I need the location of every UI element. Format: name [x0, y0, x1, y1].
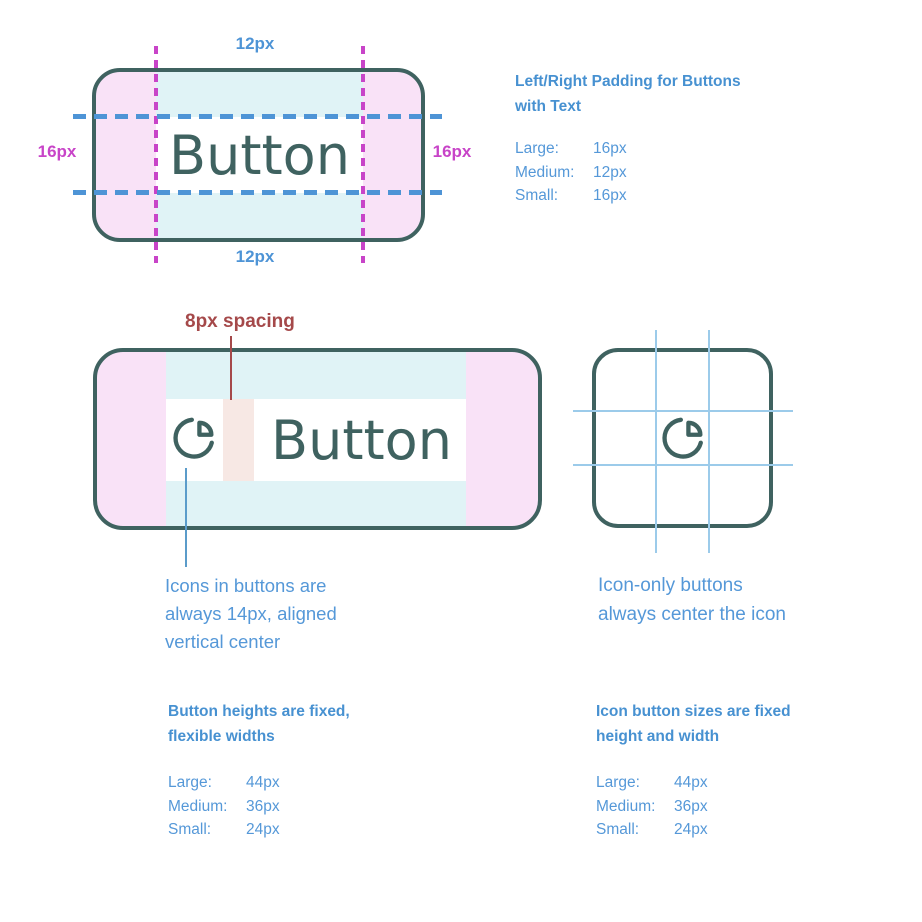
icon-only-caption: Icon-only buttons always center the icon: [598, 572, 786, 629]
size-value: 44px: [674, 774, 708, 791]
spacing-gap-highlight: [223, 399, 254, 481]
text-area-highlight: [166, 399, 466, 481]
bottom-text-boundary-guide: [73, 190, 442, 195]
size-label: Small:: [596, 821, 640, 838]
spec-row: Medium: 36px: [596, 795, 791, 819]
size-value: 16px: [593, 187, 627, 204]
bottom-gap-label: 12px: [235, 247, 275, 266]
size-value: 24px: [674, 821, 708, 838]
icon-in-button-caption: Icons in buttons are always 14px, aligne…: [165, 572, 337, 656]
size-label: Small:: [168, 821, 212, 838]
padding-spec-title-line1: Left/Right Padding for Buttons: [515, 73, 741, 90]
caption-line: always 14px, aligned: [165, 603, 337, 624]
spec-row: Large: 44px: [168, 771, 350, 795]
button-label: Button: [271, 408, 452, 472]
size-label: Medium:: [168, 797, 228, 815]
caption-line: Icons in buttons are: [165, 575, 327, 596]
icon-sizes-spec-title-line2: height and width: [596, 727, 720, 745]
size-label: Small:: [515, 187, 559, 204]
left-padding-label: 16px: [37, 142, 77, 161]
icon-sizes-spec-table: Large: 44px Medium: 36px Small: 24px: [596, 771, 791, 842]
heights-spec-title-line1: Button heights are fixed,: [168, 703, 350, 720]
caption-line: Icon-only buttons: [598, 575, 743, 596]
size-value: 24px: [246, 821, 280, 838]
left-text-boundary-guide: [154, 46, 158, 263]
heights-spec-title-line2: flexible widths: [168, 727, 275, 745]
icon-text-diagram-button: Button: [93, 348, 542, 530]
icon-sizes-spec-block: Icon button sizes are fixed height and w…: [596, 700, 791, 842]
text-area-highlight: [156, 117, 363, 193]
heights-spec-block: Button heights are fixed, flexible width…: [168, 700, 350, 842]
padding-diagram-button: Button: [92, 68, 425, 242]
caption-line: vertical center: [165, 631, 281, 652]
size-label: Large:: [515, 140, 559, 157]
icon-top-guide: [573, 410, 793, 412]
icon-leader-line: [185, 468, 187, 567]
size-value: 12px: [593, 163, 627, 181]
icon-spacing-label: 8px spacing: [185, 311, 295, 332]
pie-chart-icon: [173, 417, 214, 459]
pie-chart-icon: [662, 417, 703, 459]
icon-bottom-guide: [573, 464, 793, 466]
spacing-leader-line: [230, 336, 232, 400]
spec-row: Medium: 12px: [515, 161, 741, 185]
right-padding-label: 16px: [432, 142, 472, 161]
size-value: 36px: [674, 797, 708, 815]
size-value: 36px: [246, 797, 280, 815]
size-label: Large:: [168, 774, 212, 791]
spec-row: Small: 16px: [515, 184, 741, 208]
icon-sizes-spec-title-line1: Icon button sizes are fixed: [596, 703, 791, 720]
spec-row: Small: 24px: [596, 818, 791, 842]
spec-row: Small: 24px: [168, 818, 350, 842]
size-label: Medium:: [596, 797, 656, 815]
heights-spec-table: Large: 44px Medium: 36px Small: 24px: [168, 771, 350, 842]
spec-row: Large: 44px: [596, 771, 791, 795]
size-label: Medium:: [515, 163, 575, 181]
top-gap-label: 12px: [235, 34, 275, 53]
size-value: 44px: [246, 774, 280, 791]
size-label: Large:: [596, 774, 640, 791]
padding-spec-table: Large: 16px Medium: 12px Small: 16px: [515, 137, 741, 208]
icon-right-guide: [708, 330, 710, 553]
top-text-boundary-guide: [73, 114, 442, 119]
spec-row: Large: 16px: [515, 137, 741, 161]
size-value: 16px: [593, 140, 627, 157]
button-label: Button: [169, 123, 350, 187]
padding-spec-block: Left/Right Padding for Buttons with Text…: [515, 70, 741, 208]
right-text-boundary-guide: [361, 46, 365, 263]
spec-row: Medium: 36px: [168, 795, 350, 819]
icon-left-guide: [655, 330, 657, 553]
icon-only-diagram-button: [592, 348, 773, 528]
caption-line: always center the icon: [598, 603, 786, 625]
padding-spec-title-line2: with Text: [515, 97, 582, 115]
